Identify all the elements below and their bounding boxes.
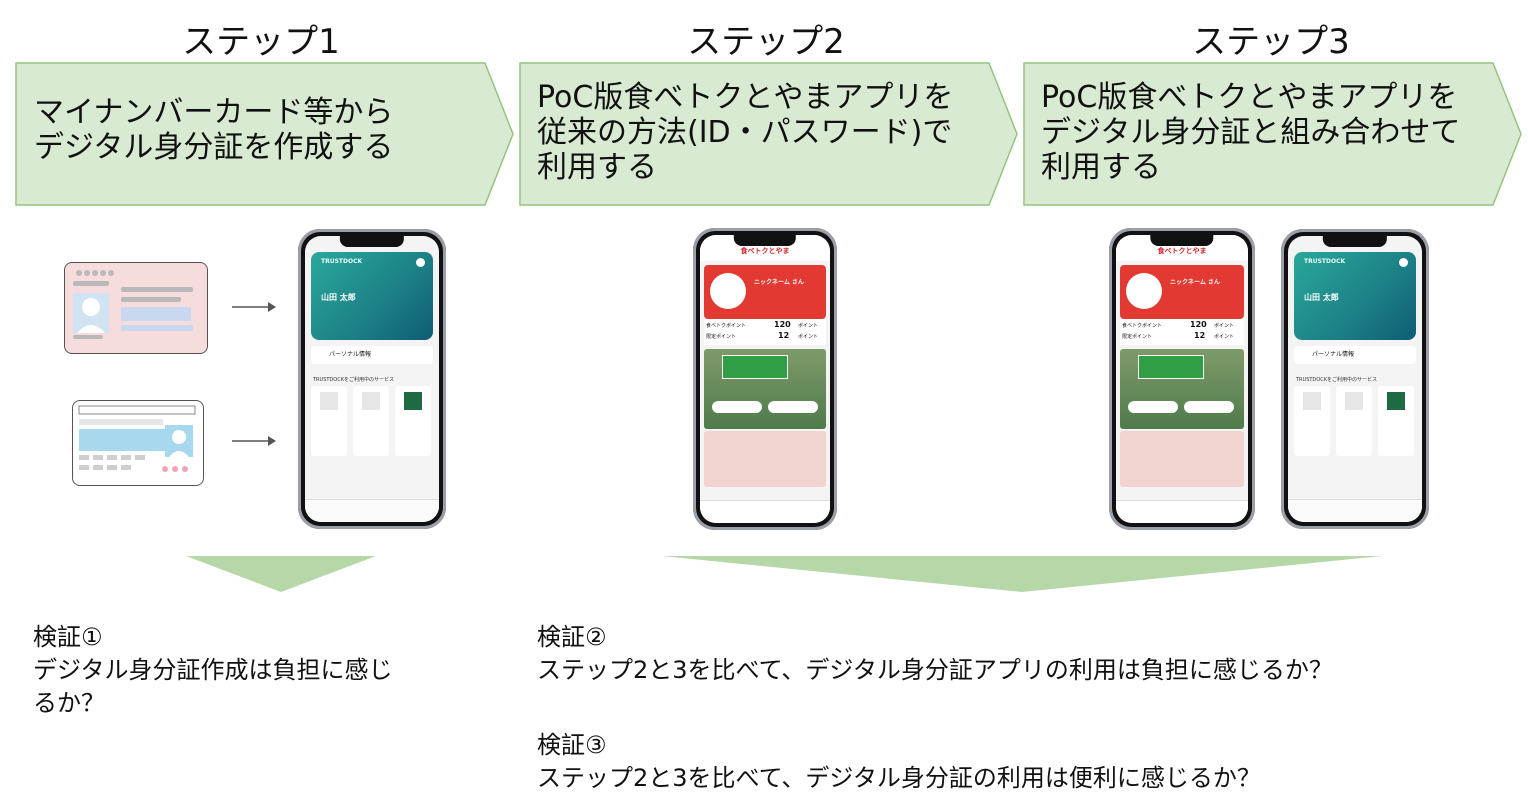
point-label: 食べトクポイント: [1122, 322, 1162, 329]
personal-info-row[interactable]: パーソナル情報: [311, 346, 433, 364]
step2-title: ステップ2: [556, 14, 976, 63]
point-value: 120: [1190, 320, 1207, 329]
down-arrow-verification1: [186, 556, 376, 592]
step2-description: PoC版食べトクとやまアプリを 従来の方法(ID・パスワード)で 利用する: [537, 80, 997, 185]
drivers-license-card-icon: [73, 401, 203, 485]
nickname: ニックネーム さん: [1170, 277, 1220, 286]
trustdock-brand: TRUSTDOCK: [1304, 258, 1345, 265]
arrow-right-icon: [232, 434, 276, 448]
services-heading: TRUSTDOCKをご利用中のサービス: [313, 376, 394, 383]
verification3: 検証③ ステップ2と3を比べて、デジタル身分証の利用は便利に感じるか？: [537, 729, 1517, 795]
digital-id-card: TRUSTDOCK 山田 太郎: [311, 252, 433, 340]
verification2: 検証② ステップ2と3を比べて、デジタル身分証アプリの利用は負担に感じるか？: [537, 621, 1517, 687]
verification1-text: デジタル身分証作成は負担に感じ るか？: [33, 654, 493, 720]
product-banner[interactable]: [704, 431, 826, 487]
campaign-banner[interactable]: [1120, 349, 1244, 429]
profile-banner: ニックネーム さん: [704, 265, 826, 319]
verification2-heading: 検証②: [537, 621, 1517, 654]
step1-description: マイナンバーカード等から デジタル身分証を作成する: [34, 95, 474, 165]
my-number-card-icon: [65, 263, 207, 353]
verification1-heading: 検証①: [33, 621, 493, 654]
step1-title: ステップ1: [51, 14, 471, 63]
trustdock-phone: TRUSTDOCK 山田 太郎 パーソナル情報 TRUSTDOCKをご利用中のサ…: [298, 229, 446, 529]
trustdock-brand: TRUSTDOCK: [321, 258, 362, 265]
shokubetoku-phone-step3: 食べトクとやま ニックネーム さん 食べトクポイント 120 ポイント 限定ポイ…: [1109, 228, 1255, 530]
points-panel: 食べトクポイント 120 ポイント 限定ポイント 12 ポイント: [704, 319, 826, 345]
point-value: 12: [778, 331, 789, 340]
tab-bar: [1288, 499, 1422, 522]
tab-bar: [305, 499, 439, 522]
shokubetoku-phone-step2: 食べトクとやま ニックネーム さん 食べトクポイント 120 ポイント 限定ポイ…: [693, 228, 837, 530]
info-icon[interactable]: [1399, 258, 1408, 267]
product-banner[interactable]: [1120, 431, 1244, 487]
verification3-heading: 検証③: [537, 729, 1517, 762]
verification1: 検証① デジタル身分証作成は負担に感じ るか？: [33, 621, 493, 720]
point-label: 限定ポイント: [1122, 333, 1152, 340]
arrow-right-icon: [232, 300, 276, 314]
apply-button[interactable]: [1184, 401, 1234, 413]
info-icon[interactable]: [416, 258, 425, 267]
verification2-text: ステップ2と3を比べて、デジタル身分証アプリの利用は負担に感じるか？: [537, 654, 1517, 687]
point-unit: ポイント: [798, 322, 818, 329]
point-unit: ポイント: [1214, 333, 1234, 340]
holder-name: 山田 太郎: [321, 292, 356, 303]
avatar: [710, 273, 746, 309]
details-button[interactable]: [1128, 401, 1178, 413]
point-unit: ポイント: [798, 333, 818, 340]
point-label: 限定ポイント: [706, 333, 736, 340]
points-panel: 食べトクポイント 120 ポイント 限定ポイント 12 ポイント: [1120, 319, 1244, 345]
step3-title: ステップ3: [1061, 14, 1481, 63]
tab-bar: [1116, 500, 1248, 523]
services-heading: TRUSTDOCKをご利用中のサービス: [1296, 376, 1377, 383]
step3-description: PoC版食べトクとやまアプリを デジタル身分証と組み合わせて 利用する: [1041, 80, 1501, 185]
apply-button[interactable]: [768, 401, 818, 413]
service-tile[interactable]: [395, 386, 431, 456]
nickname: ニックネーム さん: [754, 277, 804, 286]
digital-id-card: TRUSTDOCK 山田 太郎: [1294, 252, 1416, 340]
service-tile[interactable]: [311, 386, 347, 456]
tab-bar: [700, 500, 830, 523]
point-value: 12: [1194, 331, 1205, 340]
down-arrow-verification2: [662, 556, 1382, 592]
verification3-text: ステップ2と3を比べて、デジタル身分証の利用は便利に感じるか？: [537, 762, 1517, 795]
details-button[interactable]: [712, 401, 762, 413]
drivers-license-card: [72, 400, 204, 486]
service-tile[interactable]: [1336, 386, 1372, 456]
personal-info-row[interactable]: パーソナル情報: [1294, 346, 1416, 364]
service-tile[interactable]: [353, 386, 389, 456]
holder-name: 山田 太郎: [1304, 292, 1339, 303]
campaign-banner[interactable]: [704, 349, 826, 429]
service-tile[interactable]: [1294, 386, 1330, 456]
point-unit: ポイント: [1214, 322, 1234, 329]
point-value: 120: [774, 320, 791, 329]
my-number-card: [64, 262, 208, 354]
point-label: 食べトクポイント: [706, 322, 746, 329]
service-tile[interactable]: [1378, 386, 1414, 456]
trustdock-phone-step3: TRUSTDOCK 山田 太郎 パーソナル情報 TRUSTDOCKをご利用中のサ…: [1281, 229, 1429, 529]
profile-banner: ニックネーム さん: [1120, 265, 1244, 319]
avatar: [1126, 273, 1162, 309]
